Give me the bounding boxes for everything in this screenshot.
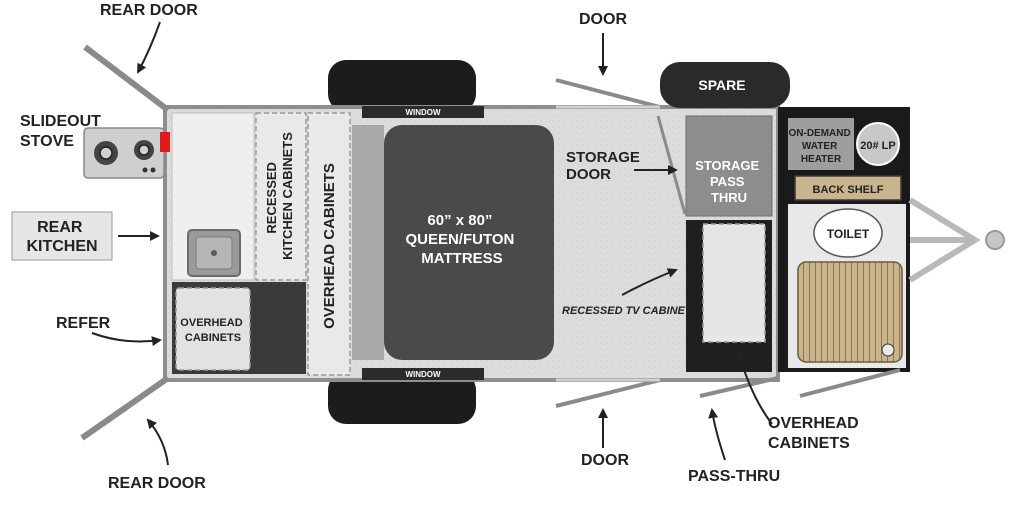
lp-tank-label: 20# LP xyxy=(860,140,895,152)
window-top xyxy=(362,106,484,118)
stove-red-handle xyxy=(160,132,170,152)
toilet-label: TOILET xyxy=(827,227,870,241)
slideout-stove-label: SLIDEOUT STOVE xyxy=(20,113,105,150)
sink-drain xyxy=(211,250,217,256)
shower-floor xyxy=(797,261,903,363)
refer-label: REFER xyxy=(56,315,111,332)
rear-tire-bottom xyxy=(328,372,476,424)
door-bottom-swing xyxy=(555,378,661,408)
tv-cabinet-arrow xyxy=(621,268,678,296)
rear-door-top-swing xyxy=(83,44,170,113)
rear-door-bottom-arrow xyxy=(146,418,169,466)
bed-frame xyxy=(352,125,384,360)
recessed-kitchen-cabinets-label: RECESSED KITCHEN CABINETS xyxy=(264,132,295,260)
rear-kitchen-label: REAR KITCHEN xyxy=(26,219,97,255)
recessed-tv-cabinet-label: RECESSED TV CABINET xyxy=(562,305,693,317)
recessed-kitchen-cabinets xyxy=(255,112,307,281)
pass-thru-arrow xyxy=(708,408,726,461)
back-shelf-label: BACK SHELF xyxy=(813,184,884,196)
overhead-cabinets-strip xyxy=(307,112,351,376)
overhead-cabinets-vertical-label: OVERHEAD CABINETS xyxy=(321,163,338,329)
overhead-cabinets-small-label: OVERHEAD CABINETS xyxy=(180,317,245,344)
back-shelf xyxy=(794,175,902,201)
window-bottom-label: WINDOW xyxy=(405,370,441,379)
lp-tank xyxy=(856,122,900,166)
toilet xyxy=(813,208,883,258)
storage-pass-thru-label: STORAGE PASS THRU xyxy=(695,158,763,205)
storage-pass-thru xyxy=(685,115,773,217)
storage-door-label: STORAGE DOOR xyxy=(566,149,644,183)
rear-door-bottom-swing xyxy=(80,375,170,441)
rear-door-top-label: REAR DOOR xyxy=(100,2,198,19)
window-top-label: WINDOW xyxy=(405,108,441,117)
overhead-cabinets-small xyxy=(175,287,251,371)
pass-thru-door-swing xyxy=(699,376,779,398)
water-heater xyxy=(788,118,854,170)
rear-door-top-arrow xyxy=(137,21,161,74)
mattress xyxy=(384,125,554,360)
rear-tire-top xyxy=(328,60,476,112)
water-heater-label: ON-DEMAND WATER HEATER xyxy=(789,128,854,165)
mattress-label: 60” x 80” QUEEN/FUTON MATTRESS xyxy=(405,212,518,267)
hitch-coupler xyxy=(985,230,1005,250)
shower-drain-icon xyxy=(881,343,895,357)
overhead-cabinets-right-arrow xyxy=(735,348,773,425)
door-top-label: DOOR xyxy=(579,11,627,28)
refer-arrow xyxy=(91,332,162,347)
bath-door-swing xyxy=(799,368,901,398)
spare-label: SPARE xyxy=(698,77,745,93)
window-bottom xyxy=(362,368,484,380)
overhead-cabinets-right xyxy=(702,223,766,343)
pass-thru-label: PASS-THRU xyxy=(688,468,780,485)
rear-door-bottom-label: REAR DOOR xyxy=(108,475,206,492)
spare-tire xyxy=(660,62,790,108)
overhead-cabinets-right-label: OVERHEAD CABINETS xyxy=(768,415,863,452)
door-top-swing xyxy=(555,78,661,109)
door-bottom-label: DOOR xyxy=(581,452,629,469)
rear-kitchen-label-box xyxy=(11,211,113,261)
